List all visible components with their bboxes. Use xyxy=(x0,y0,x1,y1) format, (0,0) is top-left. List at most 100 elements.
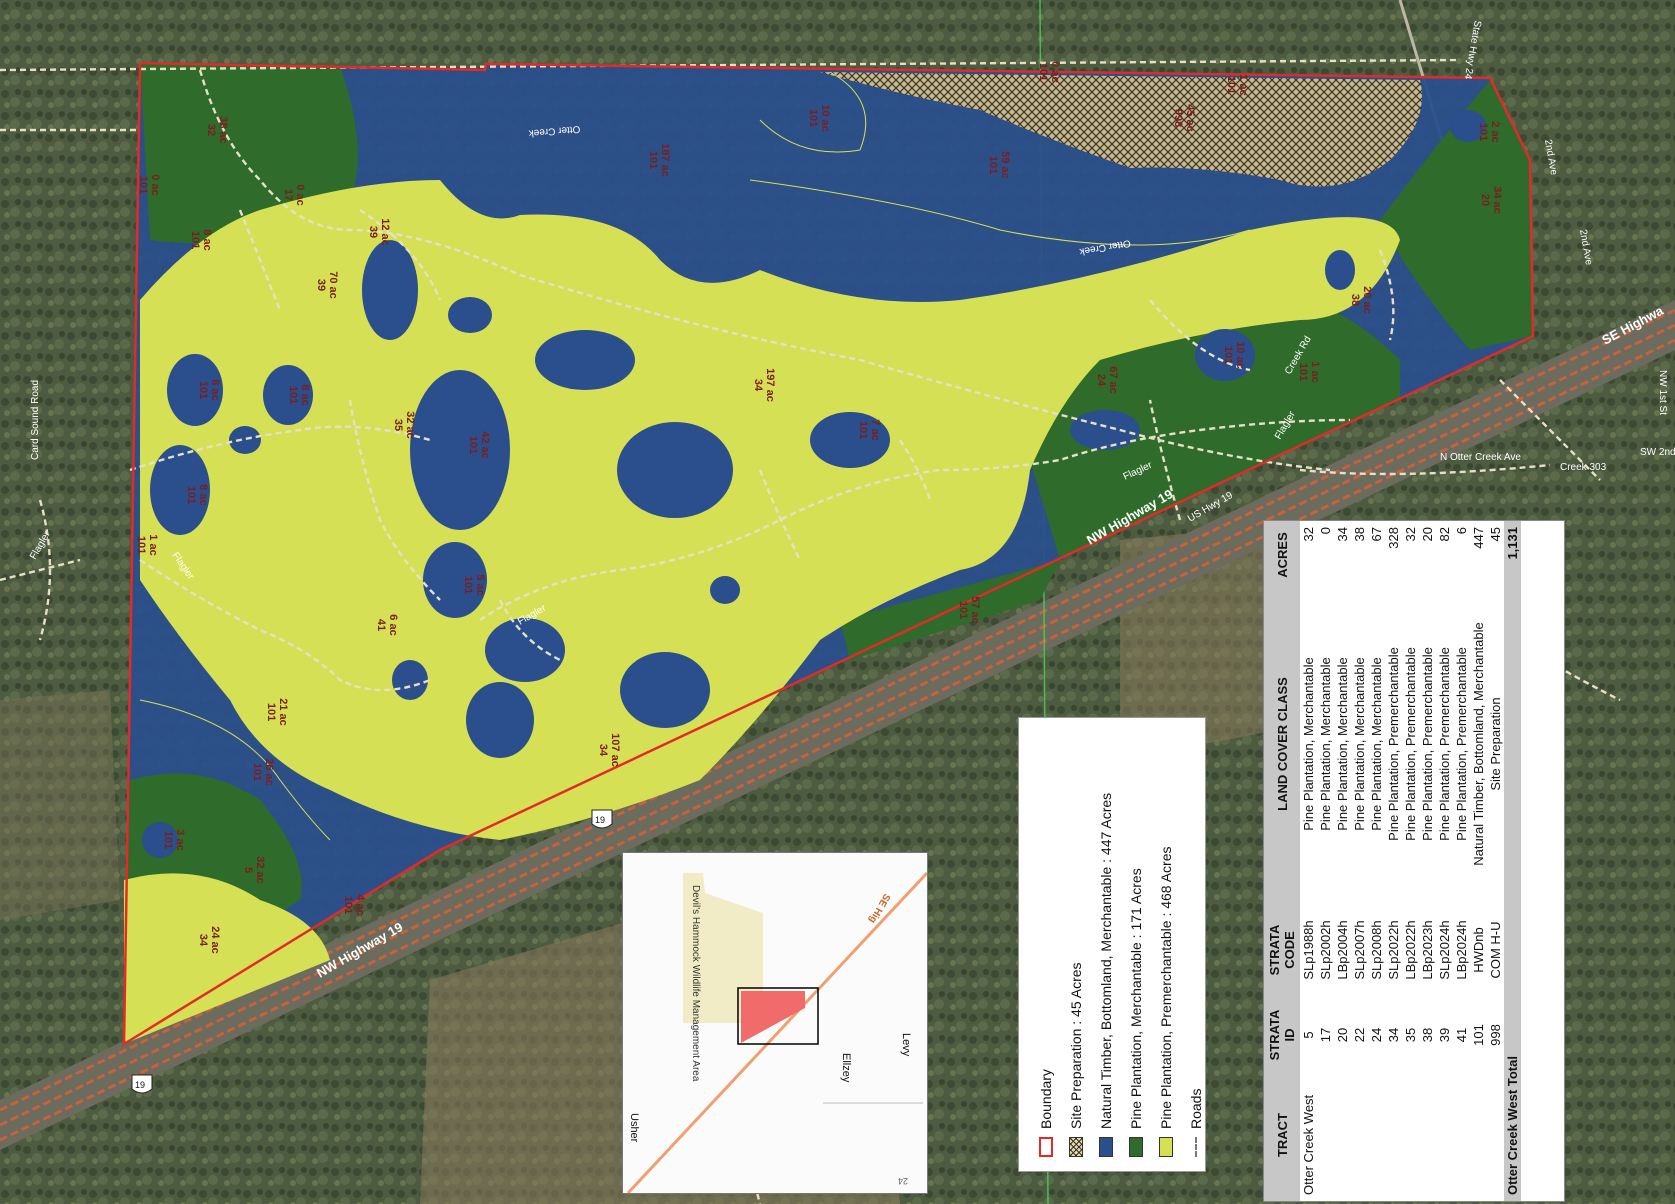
property-boundary[interactable] xyxy=(122,61,1535,1047)
svg-text:101: 101 xyxy=(287,386,299,404)
svg-text:101: 101 xyxy=(1225,76,1237,94)
column-header-strata-code: STRATA CODE xyxy=(1264,899,1300,1001)
timber-island xyxy=(485,618,565,682)
column-header-strata-id: STRATA ID xyxy=(1264,1001,1300,1069)
legend-item-boundary: Boundary xyxy=(1031,732,1061,1157)
highway-lane xyxy=(0,308,1675,1112)
svg-text:101: 101 xyxy=(197,381,209,399)
svg-text:32: 32 xyxy=(205,124,217,136)
svg-text:10 ac: 10 ac xyxy=(819,104,831,132)
svg-text:70 ac: 70 ac xyxy=(327,271,339,299)
stand-line xyxy=(749,179,1251,246)
legend-label: Roads xyxy=(1188,1088,1204,1129)
svg-text:101: 101 xyxy=(137,176,149,194)
svg-text:57 ac: 57 ac xyxy=(969,596,981,624)
timber-island xyxy=(1325,250,1355,290)
svg-text:101: 101 xyxy=(1297,363,1309,381)
road-label: N Otter Creek Ave xyxy=(1440,452,1521,463)
svg-text:101: 101 xyxy=(265,703,277,721)
svg-text:0 ac: 0 ac xyxy=(294,184,306,205)
svg-text:24 ac: 24 ac xyxy=(209,926,221,954)
timber-island xyxy=(710,576,740,604)
hatch-swatch-icon xyxy=(1069,1137,1083,1157)
timber-island xyxy=(448,297,492,333)
inset-label: SE Hig xyxy=(866,892,892,925)
timber-island xyxy=(263,365,313,425)
legend-label: Pine Plantation, Merchantable : 171 Acre… xyxy=(1128,868,1144,1129)
timber-island xyxy=(229,426,261,454)
site-preparation-area[interactable] xyxy=(820,72,1422,187)
svg-text:38 ac: 38 ac xyxy=(217,116,229,144)
timber-island xyxy=(617,422,733,518)
road-label: NW 1st St xyxy=(1657,370,1668,415)
svg-text:101: 101 xyxy=(467,436,479,454)
column-header-tract: TRACT xyxy=(1264,1069,1300,1201)
svg-text:0 ac: 0 ac xyxy=(1049,61,1061,82)
stand-line xyxy=(139,699,331,841)
svg-text:17: 17 xyxy=(282,189,294,201)
svg-text:197 ac: 197 ac xyxy=(764,368,776,402)
svg-text:20 ac: 20 ac xyxy=(1361,286,1373,314)
svg-text:101: 101 xyxy=(987,156,999,174)
legend-label: Pine Plantation, Premerchantable : 468 A… xyxy=(1158,846,1174,1129)
shield-number: 19 xyxy=(135,1080,145,1090)
highway-lane xyxy=(0,323,1675,1127)
legend-item-roads: Roads xyxy=(1181,732,1205,1157)
svg-text:101: 101 xyxy=(857,421,869,439)
svg-text:41: 41 xyxy=(375,619,387,631)
legend-label: Site Preparation : 45 Acres xyxy=(1068,962,1084,1129)
svg-text:101: 101 xyxy=(807,109,819,127)
timber-island xyxy=(535,330,635,390)
svg-text:12 ac: 12 ac xyxy=(379,218,391,246)
pine-premerchantable-stand[interactable] xyxy=(124,873,330,1044)
svg-text:1 ac: 1 ac xyxy=(147,534,159,555)
timber-island xyxy=(620,652,710,728)
timber-island xyxy=(466,682,534,758)
svg-text:32 ac: 32 ac xyxy=(254,856,266,884)
legend-item-natural-timber: Natural Timber, Bottomland, Merchantable… xyxy=(1091,732,1121,1157)
wma-area xyxy=(683,873,763,1023)
inset-label: Ellzey xyxy=(840,1053,852,1083)
svg-text:8 ac: 8 ac xyxy=(209,379,221,400)
pine-premerchantable-stand[interactable] xyxy=(140,180,1400,840)
timber-island xyxy=(167,354,223,426)
total-acres: 1,131 xyxy=(1504,521,1521,589)
dashed-line-icon xyxy=(1195,1137,1197,1157)
svg-text:101: 101 xyxy=(342,896,354,914)
svg-text:2 ac: 2 ac xyxy=(1489,121,1501,142)
inset-locator-map: Devil's Hammock Wildlife Management Area… xyxy=(622,852,928,1194)
svg-text:101: 101 xyxy=(957,601,969,619)
svg-text:45 ac: 45 ac xyxy=(1184,104,1196,132)
svg-text:101: 101 xyxy=(1037,63,1049,81)
pine-merchantable-stand[interactable] xyxy=(1380,80,1533,350)
svg-text:101: 101 xyxy=(1222,346,1234,364)
shield-number: 19 xyxy=(595,815,605,825)
svg-text:35: 35 xyxy=(392,419,404,431)
stand-line xyxy=(759,71,867,153)
timber-island xyxy=(362,240,418,340)
svg-text:8 ac: 8 ac xyxy=(299,384,311,405)
svg-text:10 ac: 10 ac xyxy=(1234,341,1246,369)
svg-text:101: 101 xyxy=(1477,123,1489,141)
